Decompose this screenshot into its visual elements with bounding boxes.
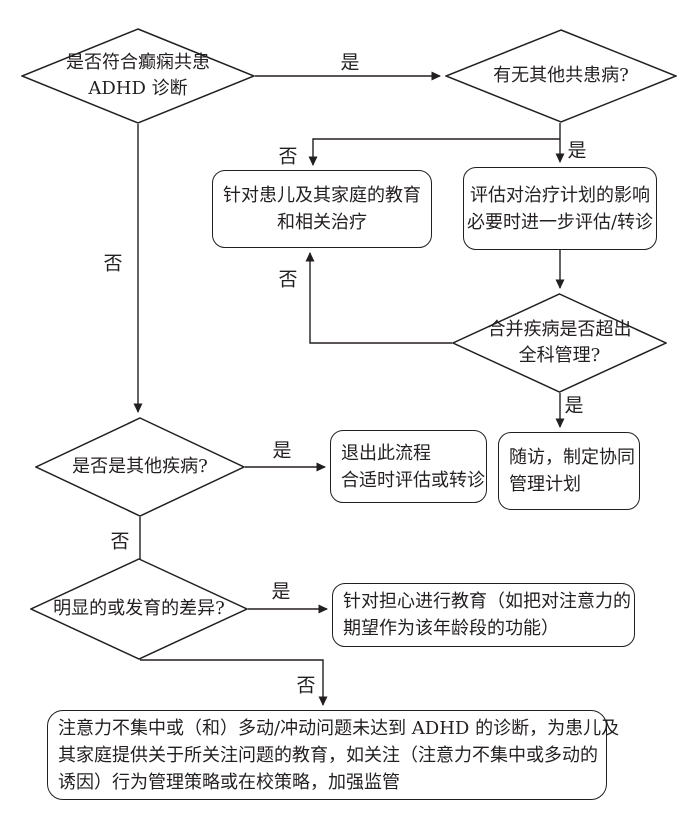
decision-other-comorbidity-text: 有无其他共患病? xyxy=(493,63,629,89)
process-followup: 随访，制定协同 管理计划 xyxy=(498,432,640,510)
text-line: 是否符合癫痫共患 xyxy=(66,51,210,73)
decision-beyond-gp: 合并疾病是否超出 全科管理? xyxy=(452,293,667,393)
edge-difference-no-final xyxy=(140,659,328,706)
decision-other-disease-text: 是否是其他疾病? xyxy=(72,454,208,480)
decision-developmental-difference: 明显的或发育的差异? xyxy=(30,558,248,660)
text-line: ADHD 诊断 xyxy=(88,78,188,99)
diamond-shape xyxy=(35,417,245,517)
text-line: 有无其他共患病? xyxy=(493,64,629,86)
label-no-difference-final: 否 xyxy=(296,674,316,697)
decision-epilepsy-adhd-text: 是否符合癫痫共患 ADHD 诊断 xyxy=(66,50,210,102)
label-yes-comorbidity-assess: 是 xyxy=(567,139,587,162)
decision-other-disease: 是否是其他疾病? xyxy=(35,417,245,517)
decision-epilepsy-adhd: 是否符合癫痫共患 ADHD 诊断 xyxy=(21,28,255,124)
process-family-education: 针对患儿及其家庭的教育 和相关治疗 xyxy=(212,170,432,248)
diamond-shape xyxy=(21,28,255,124)
label-yes-epilepsy-comorbidity: 是 xyxy=(340,51,360,74)
process-concern-education: 针对担心进行教育（如把对注意力的 期望作为该年龄段的功能） xyxy=(332,583,635,647)
process-final-education: 注意力不集中或（和）多动/冲动问题未达到 ADHD 的诊断，为患儿及 其家庭提供… xyxy=(47,710,619,800)
text-line: 和相关治疗 xyxy=(277,212,367,233)
text-line: 针对患儿及其家庭的教育 xyxy=(223,185,421,206)
label-no-otherdisease-difference: 否 xyxy=(110,530,130,553)
text-line: 诱因）行为管理策略或在校策略，加强监管 xyxy=(58,771,400,793)
diamond-shape xyxy=(30,558,248,660)
edge-comorbidity-no-education xyxy=(308,138,560,166)
text-line: 其家庭提供关于所关注问题的教育，如关注（注意力不集中或多动的 xyxy=(58,744,598,766)
text-line: 注意力不集中或（和）多动/冲动问题未达到 ADHD 的诊断，为患儿及 xyxy=(58,717,620,739)
text-line: 评估对治疗计划的影响 xyxy=(470,184,650,206)
text-line: 管理计划 xyxy=(509,474,581,495)
label-yes-otherdisease-exit: 是 xyxy=(272,439,292,462)
label-no-comorbidity-education: 否 xyxy=(278,145,298,168)
label-no-epilepsy-otherdisease: 否 xyxy=(103,252,123,275)
decision-other-comorbidity: 有无其他共患病? xyxy=(445,29,677,123)
text-line: 随访，制定协同 xyxy=(509,447,635,468)
label-no-beyondgp-education: 否 xyxy=(278,268,298,291)
text-line: 退出此流程 xyxy=(341,442,431,464)
label-yes-difference-concern: 是 xyxy=(271,580,291,603)
label-yes-beyondgp-followup: 是 xyxy=(564,394,584,417)
text-line: 明显的或发育的差异? xyxy=(53,597,225,619)
text-line: 合适时评估或转诊 xyxy=(341,469,485,491)
decision-beyond-gp-text: 合并疾病是否超出 全科管理? xyxy=(488,317,632,369)
text-line: 是否是其他疾病? xyxy=(72,455,208,477)
diamond-shape xyxy=(445,29,677,123)
edge-beyondgp-no-education xyxy=(305,252,452,344)
decision-developmental-difference-text: 明显的或发育的差异? xyxy=(53,596,225,622)
text-line: 全科管理? xyxy=(518,345,601,366)
process-exit: 退出此流程 合适时评估或转诊 xyxy=(330,430,487,503)
text-line: 合并疾病是否超出 xyxy=(487,318,632,340)
process-assess-treatment: 评估对治疗计划的影响 必要时进一步评估/转诊 xyxy=(463,167,657,250)
diamond-shape xyxy=(452,293,667,393)
text-line: 针对担心进行教育（如把对注意力的 xyxy=(343,591,631,612)
text-line: 期望作为该年龄段的功能） xyxy=(343,618,559,639)
text-line: 必要时进一步评估/转诊 xyxy=(466,211,654,233)
